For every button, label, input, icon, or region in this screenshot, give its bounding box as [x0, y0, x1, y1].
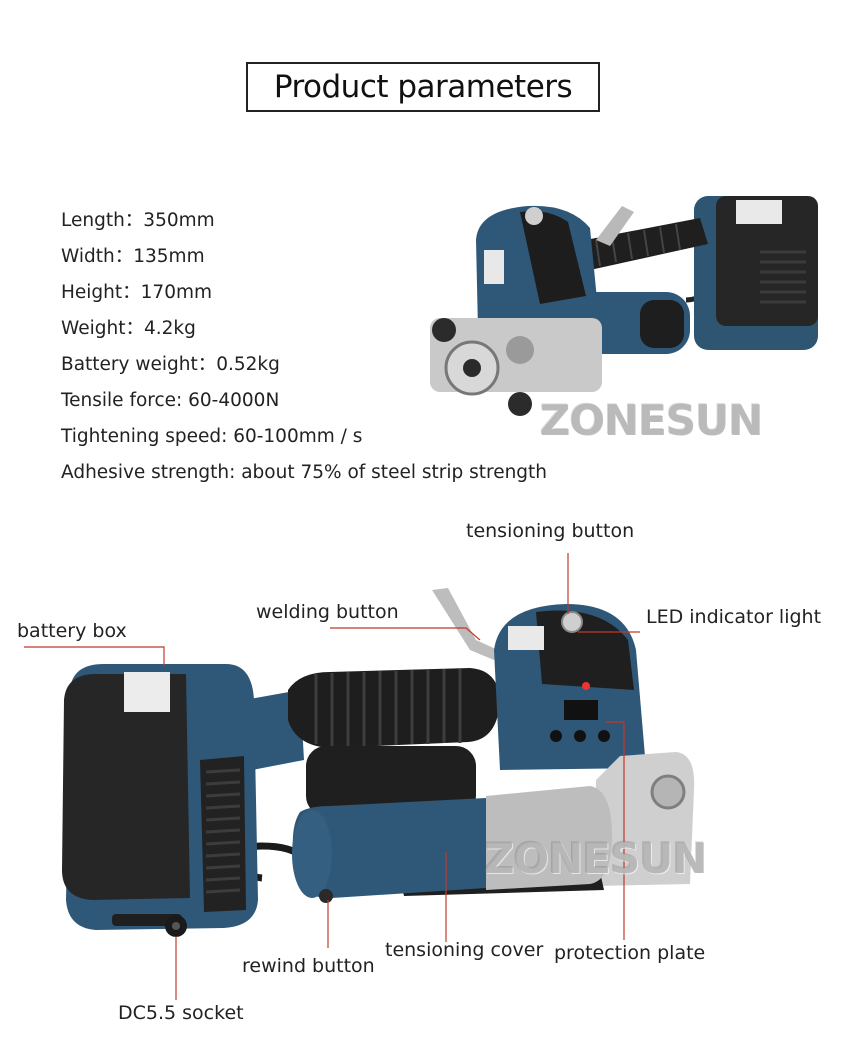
watermark-top: ZONESUN [540, 396, 764, 445]
spec-tightening-speed: Tightening speed: 60-100mm / s [61, 426, 363, 447]
label-protection-plate: protection plate [554, 942, 706, 964]
watermark-bottom: ZONESUN [484, 834, 708, 883]
label-welding-button: welding button [256, 601, 399, 623]
label-led-indicator-light: LED indicator light [646, 606, 822, 628]
spec-length: Length：350mm [61, 210, 215, 231]
label-dc55-socket: DC5.5 socket [118, 1002, 244, 1024]
spec-list: Length：350mm Width：135mm Height：170mm We… [61, 203, 547, 491]
spec-width: Width：135mm [61, 246, 205, 267]
spec-weight: Weight：4.2kg [61, 318, 196, 339]
label-rewind-button: rewind button [242, 955, 375, 977]
label-tensioning-cover: tensioning cover [385, 939, 544, 961]
label-tensioning-button: tensioning button [466, 520, 635, 542]
label-battery-box: battery box [17, 620, 127, 642]
spec-battery-weight: Battery weight：0.52kg [61, 354, 280, 375]
spec-height: Height：170mm [61, 282, 213, 303]
spec-adhesive-strength: Adhesive strength: about 75% of steel st… [61, 462, 548, 483]
page-title: Product parameters [246, 62, 600, 112]
spec-tensile-force: Tensile force: 60-4000N [61, 390, 280, 411]
